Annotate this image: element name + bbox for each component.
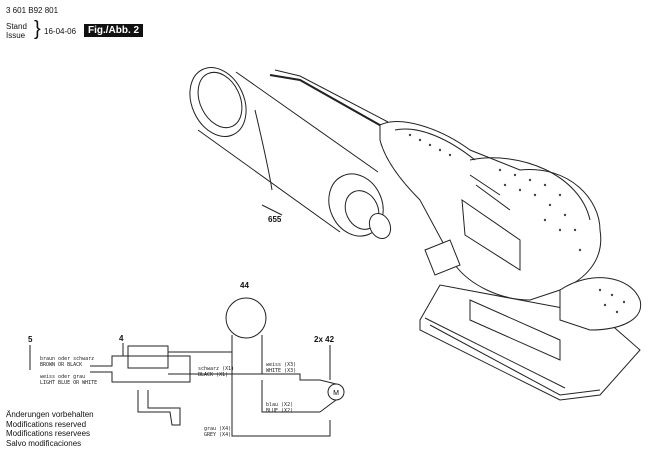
- wire-label-3b: BLACK (X1): [198, 372, 228, 378]
- note-en: Modifications reserved: [6, 419, 87, 429]
- wire-label-3a: schwarz (X1): [198, 366, 234, 372]
- wire-label-2b: LIGHT BLUE OR WHITE: [40, 380, 97, 386]
- note-es: Salvo modificaciones: [6, 438, 82, 448]
- callout-655: 655: [268, 215, 282, 224]
- note-de: Änderungen vorbehalten: [6, 410, 94, 419]
- wire-label-6b: GREY (X4): [204, 432, 231, 438]
- wire-label-2a: weiss oder grau: [40, 374, 85, 380]
- wire-label-1b: BROWN OR BLACK: [40, 362, 82, 368]
- wire-label-5a: blau (X2): [266, 402, 293, 408]
- dust-canister-655: [189, 67, 392, 240]
- part-number: 3 601 B92 801: [6, 6, 59, 15]
- wire-label-4a: weiss (X3): [266, 362, 296, 368]
- issue-date: 16-04-06: [44, 27, 77, 36]
- grip-texture: [408, 133, 626, 314]
- callout-44: 44: [240, 281, 249, 290]
- wiring-schematic: [29, 297, 345, 437]
- wire-label-5b: BLUE (X2): [266, 408, 293, 414]
- wire-label-6a: grau (X4): [204, 426, 231, 432]
- wire-label-4b: WHITE (X3): [266, 368, 296, 374]
- note-fr: Modifications reservees: [6, 429, 91, 438]
- brace: }: [34, 18, 41, 40]
- callout-4: 4: [119, 334, 124, 343]
- sander-body: [379, 121, 642, 401]
- motor-symbol: M: [333, 390, 339, 397]
- issue-label: Issue: [6, 31, 26, 40]
- wire-label-1a: braun oder schwarz: [40, 356, 94, 362]
- stand-label: Stand: [6, 22, 27, 31]
- callout-42: 2x 42: [314, 335, 335, 344]
- callout-5: 5: [28, 335, 33, 344]
- figure-label: Fig./Abb. 2: [84, 24, 144, 37]
- modification-notes: Änderungen vorbehalten Modifications res…: [6, 410, 94, 448]
